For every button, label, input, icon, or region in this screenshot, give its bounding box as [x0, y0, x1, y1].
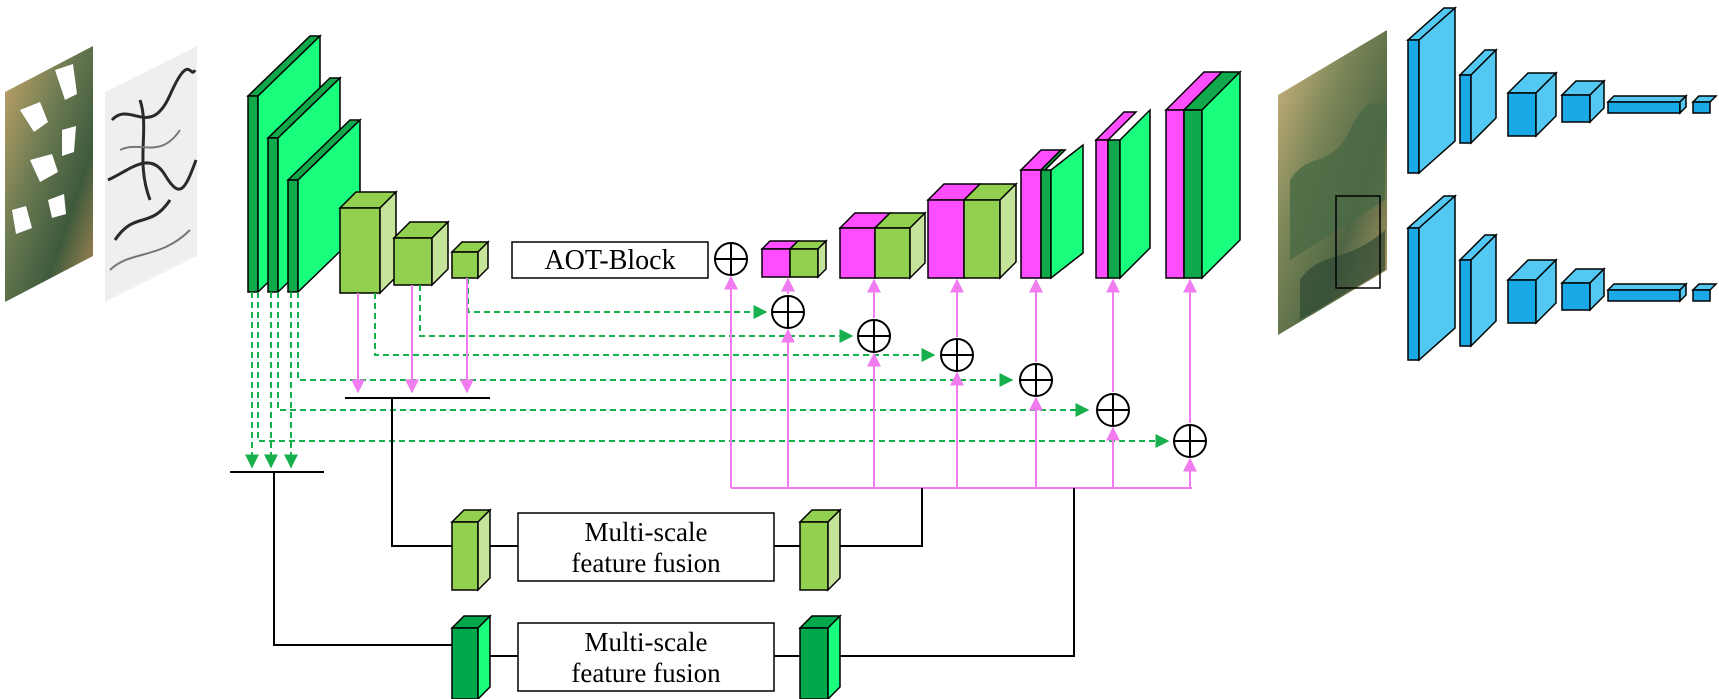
circle-plus-icon — [1019, 363, 1053, 397]
aot-block: AOT-Block — [511, 241, 709, 279]
crop-box — [1335, 195, 1381, 289]
aot-block-label: AOT-Block — [544, 245, 675, 276]
mid-cube-large — [338, 190, 398, 295]
circle-plus-icon — [1096, 393, 1130, 427]
fusion-module-bottom: Multi-scale feature fusion — [273, 472, 1075, 699]
fusion-bottom-input-cube — [450, 614, 492, 699]
decoder-block-3 — [926, 182, 1018, 280]
sum-nodes — [714, 242, 1207, 458]
circle-plus-icon — [771, 295, 805, 329]
fusion-feedback-arrows — [724, 275, 1197, 489]
circle-plus-icon — [857, 319, 891, 353]
decoder-block-1 — [760, 239, 828, 279]
fusion-bottom-label-line2: feature fusion — [571, 658, 721, 688]
mid-cube-small — [450, 240, 490, 280]
fusion-top-label-line1: Multi-scale — [585, 517, 708, 547]
fusion-top-input-cube — [450, 508, 492, 592]
circle-plus-icon — [940, 338, 974, 372]
decoder-block-5 — [1094, 108, 1151, 280]
circle-plus-icon — [714, 242, 748, 276]
edge-sketch-image — [105, 46, 198, 302]
mid-down-arrows — [351, 278, 474, 394]
masked-input-image — [5, 46, 93, 302]
fusion-bottom-output-cube — [798, 614, 842, 699]
encoder-block-3 — [286, 118, 362, 294]
mid-cube-medium — [392, 220, 450, 287]
discriminator-top — [1406, 6, 1718, 175]
fusion-bottom-label-line1: Multi-scale — [585, 627, 708, 657]
skip-connections — [245, 278, 1170, 469]
fusion-top-output-cube — [798, 508, 842, 592]
decoder-block-6 — [1164, 70, 1242, 280]
decoder-block-4 — [1019, 143, 1084, 280]
fusion-module-top: Multi-scale feature fusion — [391, 398, 923, 592]
decoder-block-2 — [838, 211, 927, 280]
circle-plus-icon — [1173, 424, 1207, 458]
output-painting-image — [1278, 30, 1387, 335]
fusion-top-label-line2: feature fusion — [571, 548, 721, 578]
discriminator-bottom — [1406, 194, 1718, 362]
